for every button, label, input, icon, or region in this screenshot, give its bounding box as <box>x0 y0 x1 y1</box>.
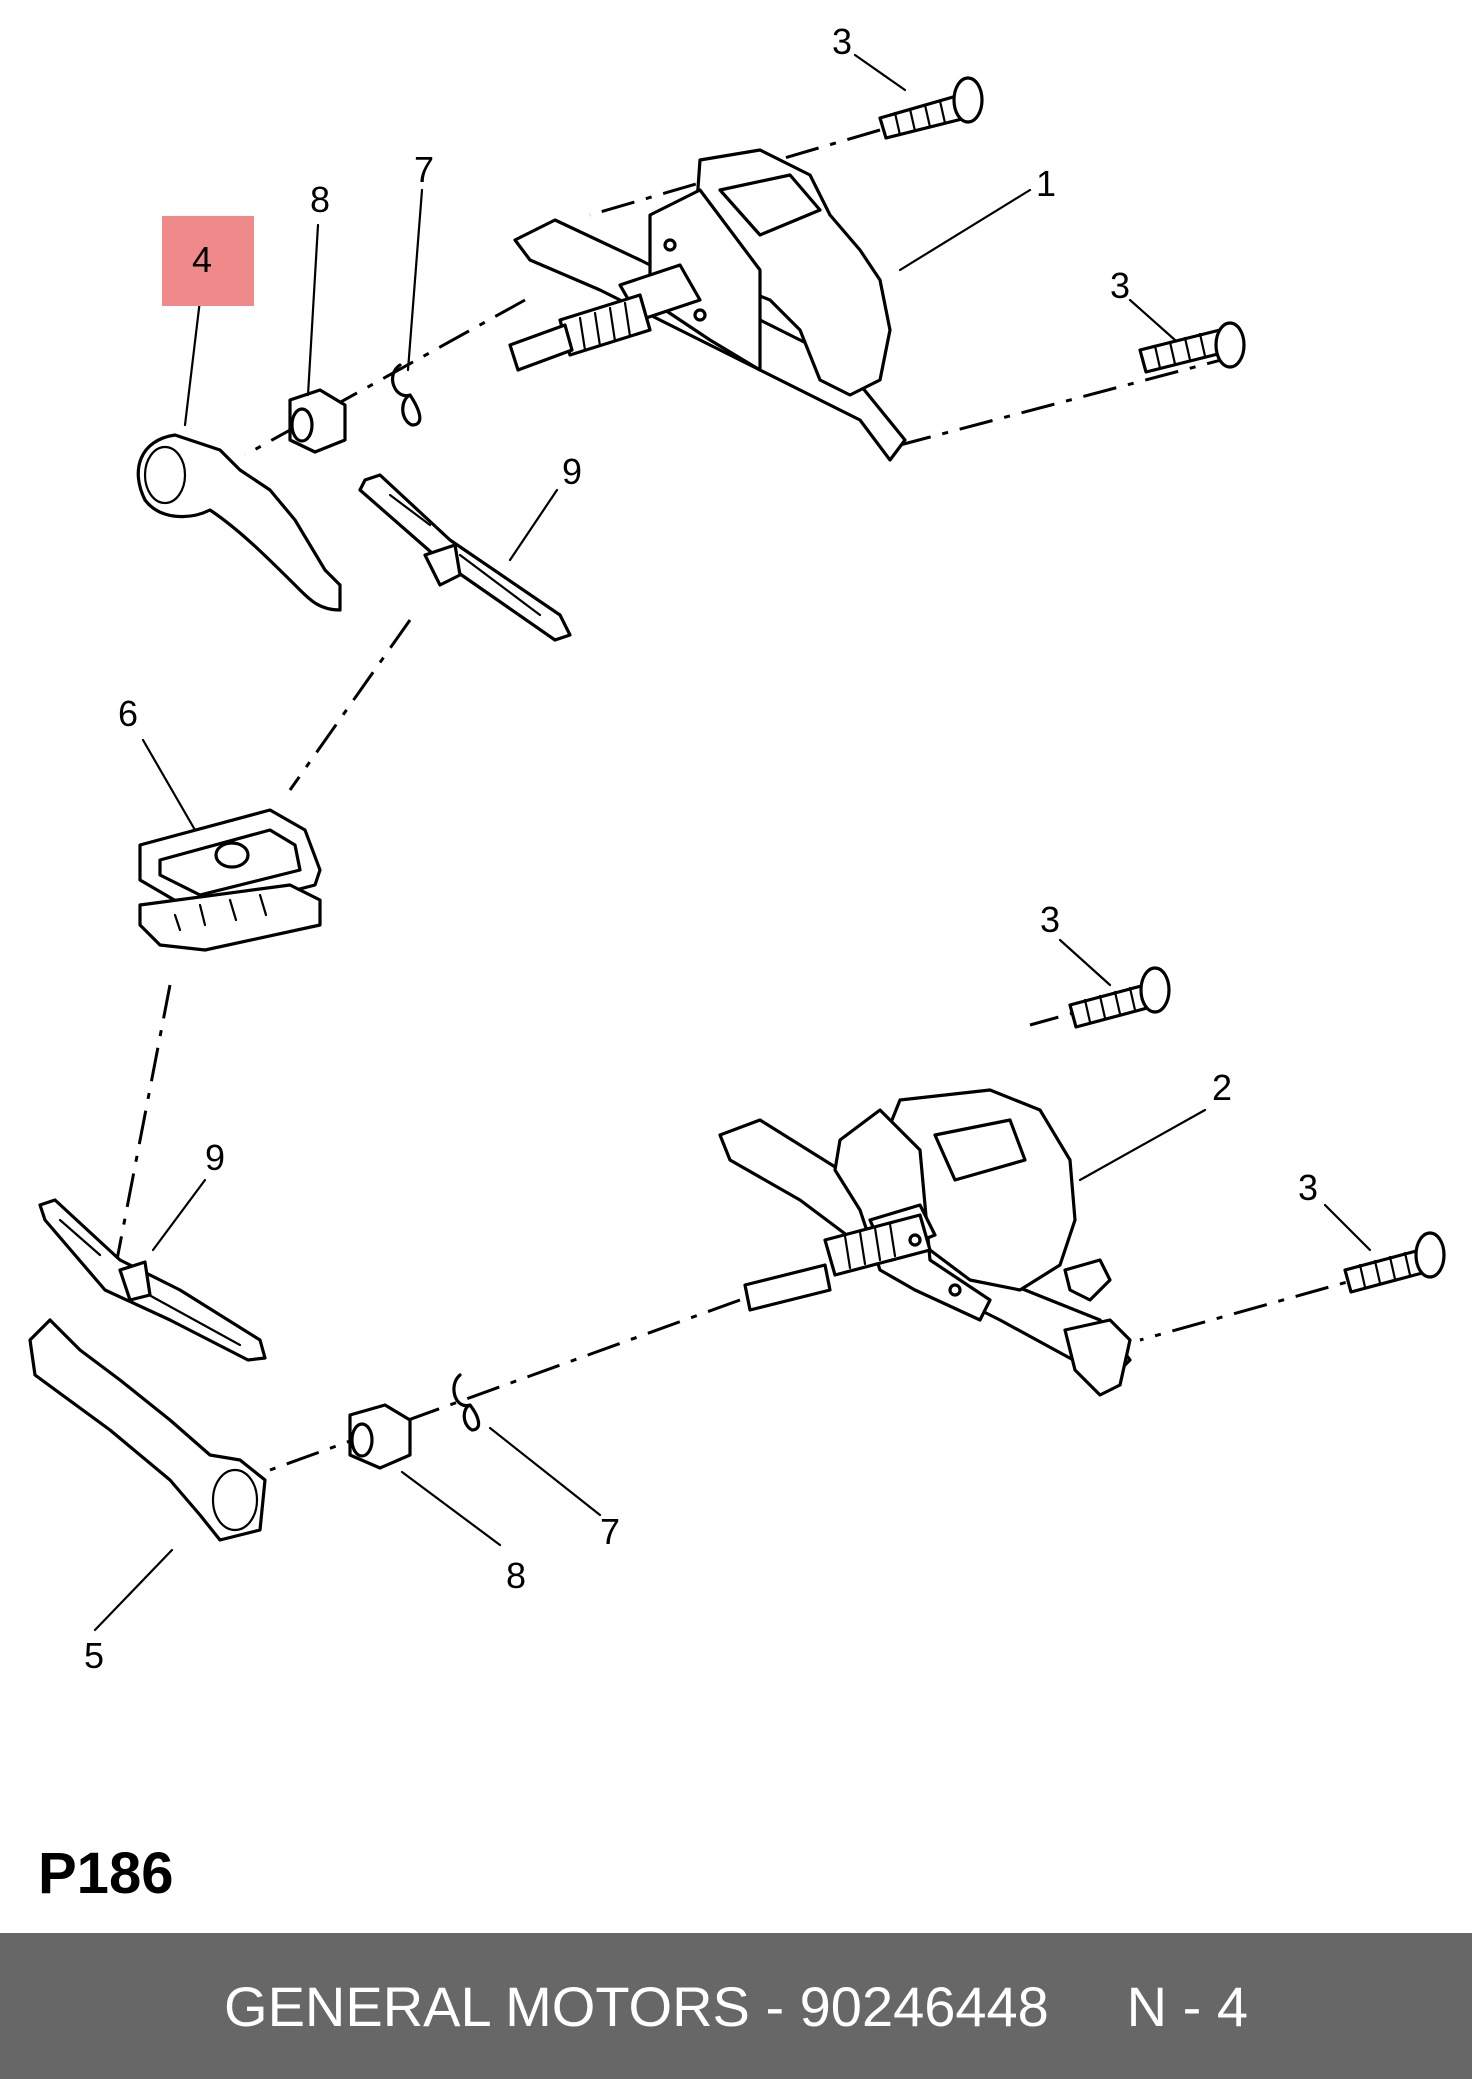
leader-lines <box>93 53 1372 1632</box>
callout-labels: 3 1 3 8 7 4 9 6 3 2 3 9 5 8 7 <box>84 21 1318 1676</box>
callout-8: 8 <box>506 1555 526 1596</box>
nut-8-lower <box>348 1403 412 1470</box>
callout-5: 5 <box>84 1635 104 1676</box>
linkage-9-upper <box>358 473 572 642</box>
linkage-9-lower <box>38 1198 267 1362</box>
callout-3: 3 <box>1040 899 1060 940</box>
page-code: P186 <box>38 1841 174 1906</box>
callout-3: 3 <box>832 21 852 62</box>
highlight-box-4 <box>162 216 254 306</box>
nut-8-upper <box>288 388 347 454</box>
clip-7-upper <box>391 363 422 427</box>
callout-7: 7 <box>600 1511 620 1552</box>
screw-3-d <box>1343 1231 1446 1294</box>
wiper-arm-4 <box>136 433 342 612</box>
screw-3-a <box>878 76 984 140</box>
wiper-motor-lower <box>718 1088 1132 1397</box>
callout-3: 3 <box>1298 1167 1318 1208</box>
callout-6: 6 <box>118 693 138 734</box>
footer-bar: GENERAL MOTORS - 90246448 N - 4 <box>0 1933 1472 2079</box>
wiper-arm-5 <box>28 1318 267 1542</box>
wiper-motor-upper <box>508 148 907 462</box>
screw-3-c <box>1068 966 1171 1029</box>
callout-4: 4 <box>192 239 212 280</box>
callout-2: 2 <box>1212 1067 1232 1108</box>
clip-7-lower <box>452 1373 481 1432</box>
screw-3-b <box>1138 321 1246 374</box>
bracket-6 <box>138 808 322 952</box>
exploded-parts-diagram: 3 1 3 8 7 4 9 6 3 2 3 9 5 8 7 <box>28 21 1446 1676</box>
callout-7: 7 <box>414 149 434 190</box>
callout-8: 8 <box>310 179 330 220</box>
callout-9: 9 <box>205 1137 225 1178</box>
callout-9: 9 <box>562 451 582 492</box>
callout-3: 3 <box>1110 265 1130 306</box>
footer-text: GENERAL MOTORS - 90246448 N - 4 <box>224 1974 1248 2038</box>
callout-1: 1 <box>1036 163 1056 204</box>
